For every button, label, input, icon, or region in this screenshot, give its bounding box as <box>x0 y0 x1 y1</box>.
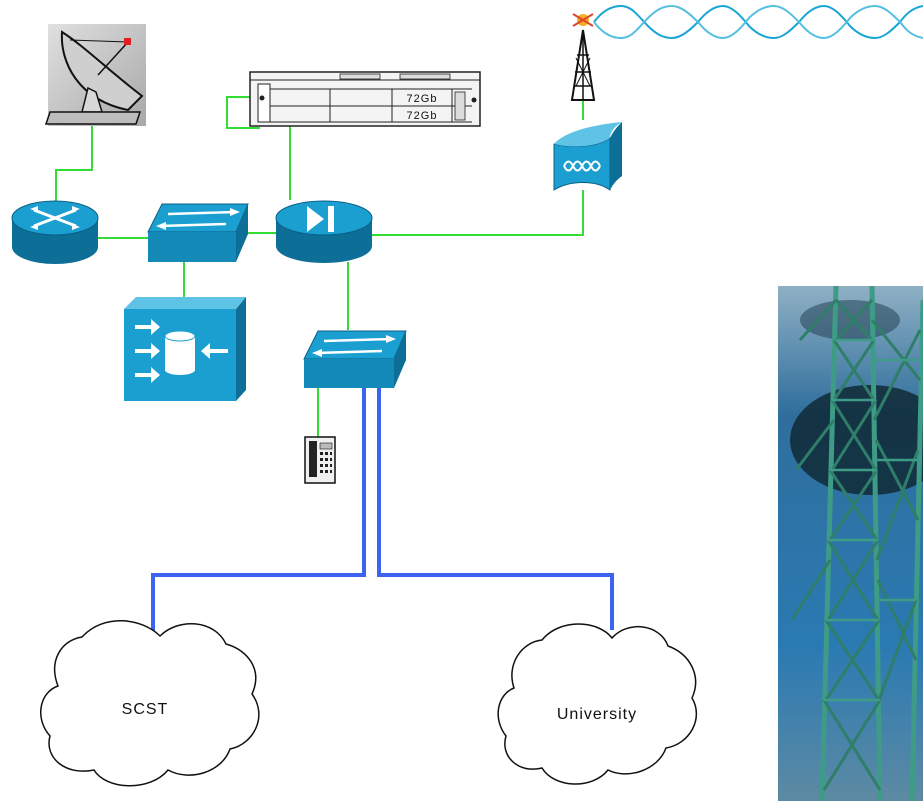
link-dish-router <box>55 125 93 203</box>
wireless-bridge-icon <box>553 122 622 191</box>
link-access-scst <box>151 388 366 640</box>
tower-photo <box>778 285 923 802</box>
scst-cloud: SCST <box>40 620 260 787</box>
ip-phone-icon <box>304 436 336 484</box>
university-cloud: University <box>497 623 698 785</box>
link-access-university <box>377 388 614 630</box>
router-icon <box>11 200 99 264</box>
content-engine-icon <box>124 297 246 401</box>
storage-label-2: 72Gb <box>407 110 438 122</box>
storage-server-icon: 72Gb 72Gb <box>249 71 481 127</box>
green-links <box>55 96 584 440</box>
firewall-icon <box>275 200 373 263</box>
blue-links <box>151 388 614 640</box>
satellite-dish-icon <box>44 24 146 126</box>
university-cloud-label: University <box>557 706 637 723</box>
link-firewall-server <box>226 96 291 200</box>
link-firewall-bridge <box>372 190 584 236</box>
radio-tower-icon <box>570 13 596 101</box>
radio-wave-icon <box>593 4 923 40</box>
scst-cloud-label: SCST <box>122 701 169 718</box>
switch-icon <box>147 203 249 262</box>
access-switch-icon <box>303 330 407 388</box>
storage-label-1: 72Gb <box>407 93 438 105</box>
